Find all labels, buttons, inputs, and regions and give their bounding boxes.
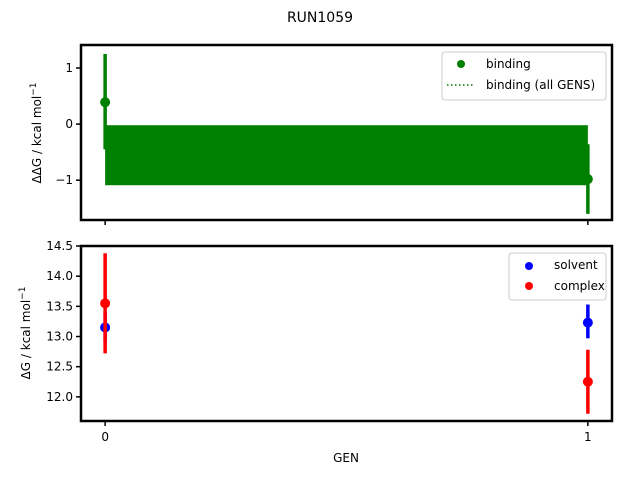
axes-frame-bottom bbox=[79, 244, 614, 423]
y-axis-label-top: ΔΔG / kcal mol−1 bbox=[29, 82, 44, 183]
y-axis-label-bottom: ΔG / kcal mol−1 bbox=[18, 287, 33, 380]
legend-label-binding-all: binding (all GENS) bbox=[486, 78, 595, 92]
y-tick-label: −1 bbox=[55, 173, 73, 187]
y-ticks-bottom: 14.5 14.0 13.5 13.0 12.5 12.0 bbox=[46, 239, 81, 404]
legend-marker-binding bbox=[457, 60, 465, 68]
legend-box-bottom bbox=[508, 252, 607, 301]
solvent-complex-series bbox=[100, 253, 593, 414]
binding-all-gens-band bbox=[105, 125, 588, 186]
legend-marker-solvent bbox=[525, 262, 533, 270]
legend-marker-complex bbox=[525, 282, 533, 290]
y-tick-label: 12.5 bbox=[46, 360, 73, 374]
legend-label-complex: complex bbox=[554, 279, 605, 293]
y-tick-label: 13.0 bbox=[46, 330, 73, 344]
binding-point bbox=[100, 97, 111, 108]
y-tick-label: 14.5 bbox=[46, 239, 73, 253]
chart-title: RUN1059 bbox=[287, 10, 353, 26]
x-ticks-top bbox=[104, 220, 589, 225]
y-tick-label: 12.0 bbox=[46, 390, 73, 404]
legend-top: binding binding (all GENS) bbox=[441, 51, 607, 101]
complex-point bbox=[582, 376, 593, 387]
legend-box-top bbox=[441, 51, 607, 101]
axes-frame-top bbox=[79, 43, 614, 222]
solvent-point bbox=[582, 317, 593, 328]
binding-series bbox=[100, 53, 593, 214]
legend-label-binding: binding bbox=[486, 57, 531, 71]
x-tick-label: 1 bbox=[584, 430, 592, 444]
y-tick-label: 14.0 bbox=[46, 269, 73, 283]
complex-point bbox=[100, 298, 111, 309]
legend-bottom: solvent complex bbox=[508, 252, 607, 301]
x-axis-label: GEN bbox=[333, 451, 359, 465]
legend-label-solvent: solvent bbox=[554, 258, 598, 272]
y-tick-label: 13.5 bbox=[46, 299, 73, 313]
y-tick-label: 0 bbox=[65, 117, 73, 131]
x-tick-label: 0 bbox=[101, 430, 109, 444]
subplot-binding: 1 0 −1 ΔΔG / kcal mol−1 binding binding (a… bbox=[29, 43, 614, 225]
y-ticks-top: 1 0 −1 bbox=[55, 61, 81, 187]
y-tick-label: 1 bbox=[65, 61, 73, 75]
